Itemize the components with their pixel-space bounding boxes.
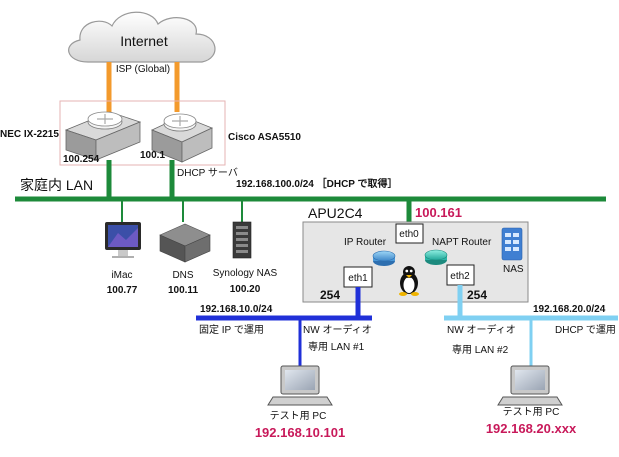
eth2-host: 254 xyxy=(467,288,487,302)
lan1-name-line1: NW オーディオ xyxy=(303,323,372,336)
nec-router-ip: 100.254 xyxy=(63,154,100,165)
apu-ip: 100.161 xyxy=(415,205,462,220)
lan1-name-line2: 専用 LAN #1 xyxy=(308,341,365,353)
imac-name: iMac xyxy=(111,270,132,281)
dns-name: DNS xyxy=(172,270,193,281)
lan2-pc-icon xyxy=(497,365,563,406)
eth0-label: eth0 xyxy=(399,229,419,240)
home-lan-label: 家庭内 LAN xyxy=(20,177,93,193)
lan2-name-line2: 専用 LAN #2 xyxy=(452,344,509,356)
lan2-name-line1: NW オーディオ xyxy=(447,323,516,336)
cisco-dhcp-label: DHCP サーバ xyxy=(177,167,238,179)
ip-router-label: IP Router xyxy=(344,237,387,248)
eth1-host: 254 xyxy=(320,288,340,302)
lan1-pc-icon xyxy=(267,365,333,406)
imac-icon xyxy=(105,222,141,258)
lan1-subnet: 192.168.10.0/24 xyxy=(200,304,273,315)
edge-router-group xyxy=(59,100,226,166)
napt-router-icon xyxy=(424,249,448,265)
napt-router-label: NAPT Router xyxy=(432,237,492,248)
lan2-pc-label: テスト用 PC xyxy=(503,407,560,418)
synology-name: Synology NAS xyxy=(213,268,278,279)
isp-label: ISP (Global) xyxy=(116,64,170,75)
home-lan-subnet: 192.168.100.0/24 ［DHCP で取得］ xyxy=(236,177,398,190)
lan1-mode: 固定 IP で運用 xyxy=(199,323,264,336)
internet-label: Internet xyxy=(120,33,168,49)
lan2-subnet: 192.168.20.0/24 xyxy=(533,304,606,315)
nec-router-icon xyxy=(64,111,142,161)
lan1-pc-ip: 192.168.10.101 xyxy=(255,425,345,440)
nec-router-name: NEC IX-2215 xyxy=(0,129,59,140)
apu-title: APU2C4 xyxy=(308,205,363,221)
cisco-router-icon xyxy=(150,113,214,163)
cisco-router-name: Cisco ASA5510 xyxy=(228,132,301,143)
internet-cloud-icon xyxy=(68,11,216,63)
ip-router-icon xyxy=(372,250,396,266)
apu-nas-icon xyxy=(501,227,523,261)
lan2-mode: DHCP で運用 xyxy=(555,324,616,336)
eth0-port xyxy=(395,223,424,244)
eth1-label: eth1 xyxy=(348,273,368,284)
cisco-router-ip: 100.1 xyxy=(140,150,165,161)
dns-ip: 100.11 xyxy=(168,285,198,296)
synology-nas-icon xyxy=(232,221,252,259)
dns-server-icon xyxy=(159,223,211,263)
lan1-pc-label: テスト用 PC xyxy=(270,411,327,422)
imac-ip: 100.77 xyxy=(107,285,138,296)
synology-ip: 100.20 xyxy=(230,284,261,295)
eth2-label: eth2 xyxy=(450,271,470,282)
linux-tux-icon xyxy=(399,266,419,296)
lan2-pc-ip: 192.168.20.xxx xyxy=(486,421,577,436)
apu-nas-label: NAS xyxy=(503,264,524,275)
